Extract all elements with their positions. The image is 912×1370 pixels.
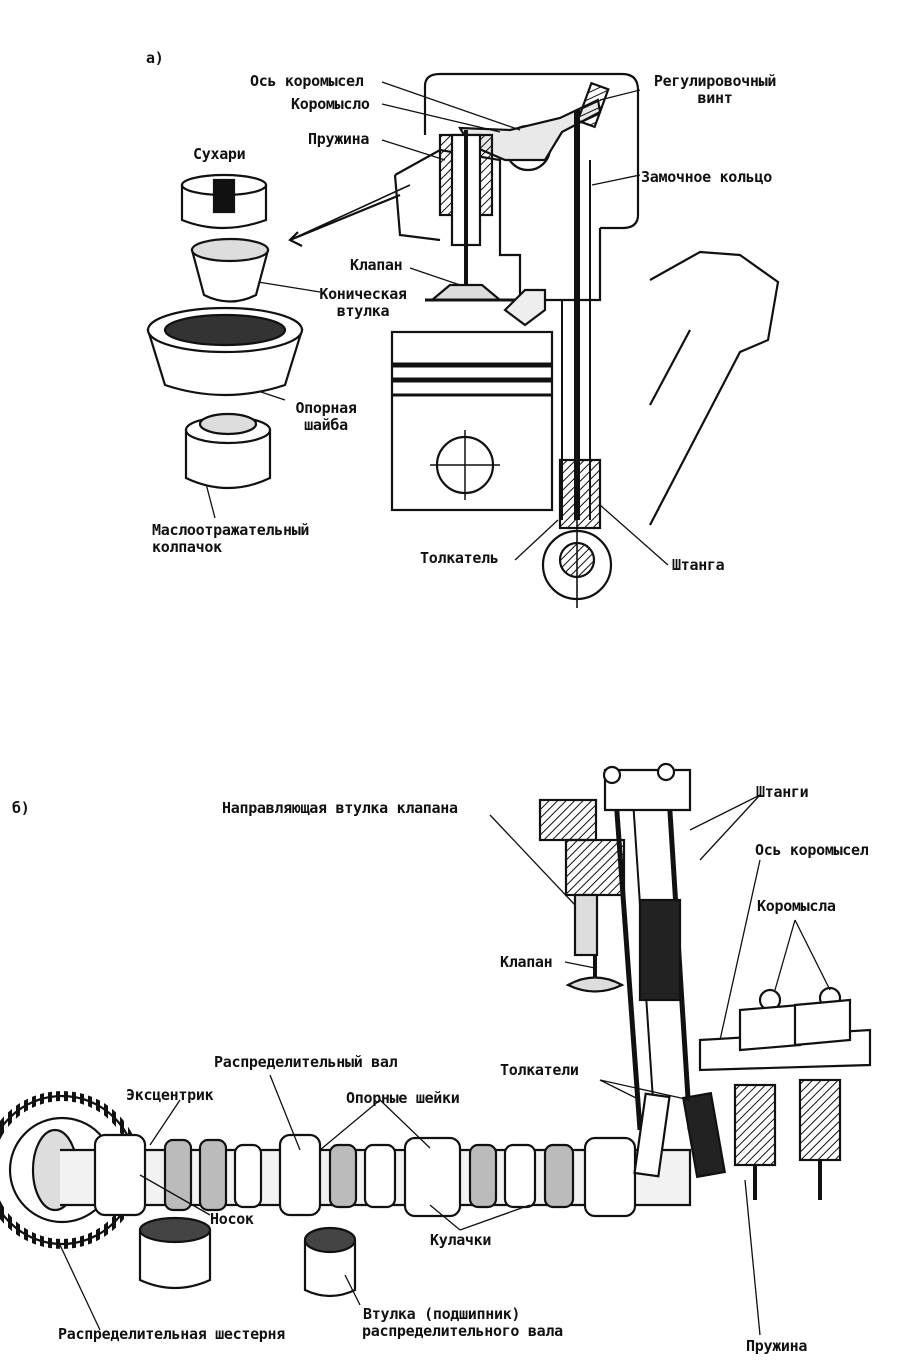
label-support-washer: Опорная шайба xyxy=(286,400,366,434)
conical-sleeve-part xyxy=(190,248,270,303)
rocker-spring-2 xyxy=(798,1078,842,1162)
label-pushers: Толкатели xyxy=(500,1061,579,1079)
tappet xyxy=(558,458,602,530)
label-lock-ring: Замочное кольцо xyxy=(641,168,772,186)
label-nose: Носок xyxy=(210,1210,254,1228)
label-rocker: Коромысло xyxy=(291,95,370,113)
label-rocker-axis-b: Ось коромысел xyxy=(755,841,869,859)
label-support-washer-line2: шайба xyxy=(304,416,348,434)
label-adjust-screw: Регулировочный винт xyxy=(640,73,790,107)
label-camshaft: Распределительный вал xyxy=(214,1053,398,1071)
label-oil-cap: Маслоотражательный колпачок xyxy=(152,522,309,556)
label-spring-b: Пружина xyxy=(746,1337,808,1355)
label-oil-cap-line2: колпачок xyxy=(152,538,222,556)
bushing-left xyxy=(138,1230,212,1290)
label-cams: Кулачки xyxy=(430,1231,492,1249)
panel-a-drawing xyxy=(204,72,780,608)
journal-1 xyxy=(93,1133,147,1217)
cam-1 xyxy=(163,1138,193,1212)
label-rockers: Коромысла xyxy=(757,897,836,915)
upper-valve-spring xyxy=(538,798,598,842)
journal-3 xyxy=(403,1136,462,1218)
label-adjust-screw-line1: Регулировочный xyxy=(653,72,777,90)
upper-valve-head xyxy=(565,976,625,993)
label-valve-a: Клапан xyxy=(350,256,403,274)
exploded-parts-a xyxy=(146,173,304,490)
label-eccentric: Эксцентрик xyxy=(126,1086,214,1104)
label-keepers: Сухари xyxy=(193,145,246,163)
panel-b-tag: б) xyxy=(12,799,30,817)
label-rods: Штанги xyxy=(756,783,809,801)
pusher-2 xyxy=(681,1091,727,1179)
panel-b-drawing xyxy=(0,762,872,1336)
label-conical-sleeve: Коническая втулка xyxy=(313,286,413,320)
pusher-1 xyxy=(633,1092,671,1178)
valve-head xyxy=(428,283,504,302)
label-spring-a: Пружина xyxy=(308,130,370,148)
piston xyxy=(390,330,554,512)
label-pusher: Толкатель xyxy=(420,549,499,567)
rocker-spring-1 xyxy=(733,1083,777,1167)
journal-4 xyxy=(583,1136,637,1218)
label-support-washer-line1: Опорная xyxy=(295,399,357,417)
label-bushing: Втулка (подшипник) распределительного ва… xyxy=(362,1306,563,1340)
oil-cap-part xyxy=(184,428,272,490)
bushing-right xyxy=(303,1240,357,1298)
rocker-cover xyxy=(423,72,640,230)
label-valve-guide: Направляющая втулка клапана xyxy=(222,799,458,817)
label-valve-b: Клапан xyxy=(500,953,553,971)
label-adjust-screw-line2: винт xyxy=(697,89,733,107)
label-rod: Штанга xyxy=(672,556,725,574)
label-conical-sleeve-line1: Коническая xyxy=(319,285,407,303)
label-bushing-line1: Втулка (подшипник) xyxy=(363,1305,521,1323)
explode-arrow xyxy=(288,193,401,247)
label-oil-cap-line1: Маслоотражательный xyxy=(152,521,310,539)
journal-2 xyxy=(278,1133,322,1217)
label-bushing-line2: распределительного вала xyxy=(362,1322,563,1340)
label-timing-gear: Распределительная шестерня xyxy=(58,1325,286,1343)
panel-a-tag: а) xyxy=(146,49,164,67)
label-rocker-axis: Ось коромысел xyxy=(250,72,364,90)
cylinder-head xyxy=(394,148,602,302)
label-conical-sleeve-line2: втулка xyxy=(336,302,390,320)
label-journals: Опорные шейки xyxy=(346,1089,460,1107)
